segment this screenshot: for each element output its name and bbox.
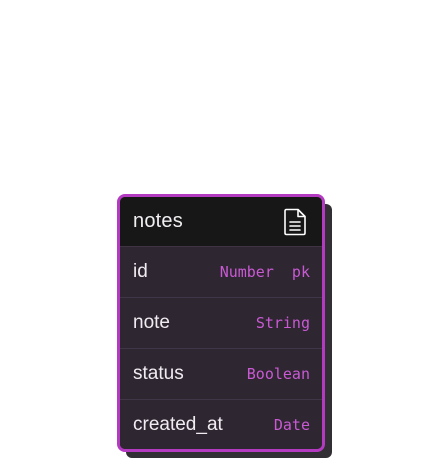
field-row-note[interactable]: note String	[120, 298, 322, 349]
field-name: created_at	[133, 414, 223, 435]
field-row-id[interactable]: id Number pk	[120, 247, 322, 298]
field-type: Boolean	[246, 365, 310, 383]
field-row-created-at[interactable]: created_at Date	[120, 400, 322, 449]
field-row-status[interactable]: status Boolean	[120, 349, 322, 400]
table-header[interactable]: notes	[120, 197, 322, 247]
document-icon	[281, 206, 309, 238]
table-title: notes	[133, 210, 183, 232]
field-type: String	[255, 314, 310, 332]
field-name: id	[133, 261, 148, 282]
field-type: Number pk	[219, 263, 310, 281]
field-type: Date	[273, 416, 310, 434]
entity-table-notes[interactable]: notes id Number pk note String status Bo…	[117, 194, 325, 452]
field-name: note	[133, 312, 170, 333]
field-name: status	[133, 363, 184, 384]
